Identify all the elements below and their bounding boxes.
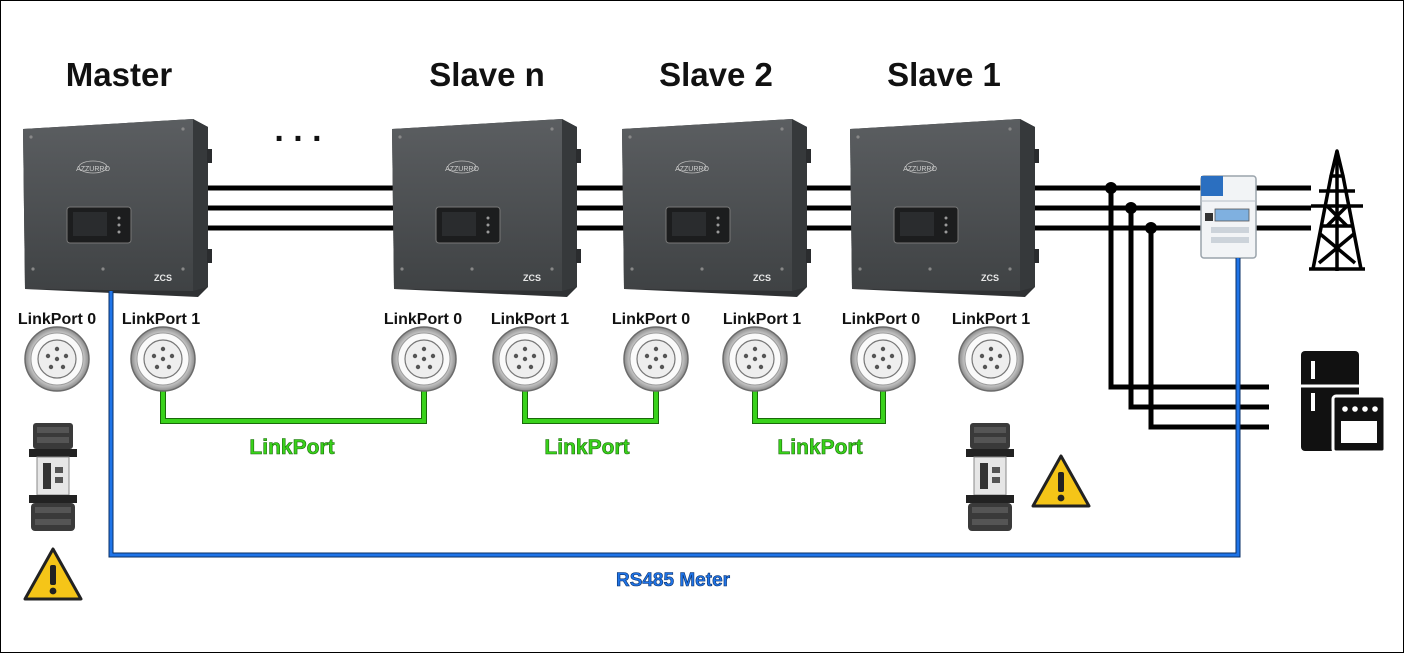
linkport-cable-label: LinkPort <box>249 436 334 459</box>
linkport-connector-icon <box>391 326 457 392</box>
master-inverter <box>22 118 213 298</box>
warning-icon <box>1031 454 1091 508</box>
linkport-connector-icon <box>958 326 1024 392</box>
master-linkport-1-label: LinkPort 1 <box>122 311 200 328</box>
linkport-connector-icon <box>850 326 916 392</box>
master-title: Master <box>66 56 173 93</box>
terminator-plug-icon <box>965 422 1015 532</box>
ellipsis: . . . <box>274 111 321 149</box>
rs485-meter-label: RS485 Meter <box>616 570 731 591</box>
terminator-plug-icon <box>28 422 78 532</box>
slave-n-inverter <box>391 118 582 298</box>
grid-tower-icon <box>1309 149 1365 271</box>
linkport-connector-icon <box>492 326 558 392</box>
slave-1-linkport-1-label: LinkPort 1 <box>952 311 1030 328</box>
appliance-icon <box>1301 351 1387 454</box>
linkport-connector-icon <box>24 326 90 392</box>
slave-1-inverter <box>849 118 1040 298</box>
slave-2-linkport-1-label: LinkPort 1 <box>723 311 801 328</box>
linkport-connector-icon <box>722 326 788 392</box>
linkport-cables <box>160 389 886 424</box>
linkport-connector-icon <box>130 326 196 392</box>
energy-meter-icon <box>1200 175 1257 259</box>
master-linkport-0-label: LinkPort 0 <box>18 311 96 328</box>
bus-junctions <box>1105 182 1157 234</box>
linkport-cable-label: LinkPort <box>777 436 862 459</box>
linkport-cable-label: LinkPort <box>544 436 629 459</box>
slave-2-title: Slave 2 <box>659 56 773 93</box>
slave-n-title: Slave n <box>429 56 545 93</box>
slave-n-linkport-0-label: LinkPort 0 <box>384 311 462 328</box>
linkport-connector-icon <box>623 326 689 392</box>
slave-2-linkport-0-label: LinkPort 0 <box>612 311 690 328</box>
rs485-cable <box>108 258 1241 558</box>
slave-2-inverter <box>621 118 812 298</box>
warning-icon <box>23 547 83 601</box>
slave-1-linkport-0-label: LinkPort 0 <box>842 311 920 328</box>
slave-n-linkport-1-label: LinkPort 1 <box>491 311 569 328</box>
slave-1-title: Slave 1 <box>887 56 1001 93</box>
